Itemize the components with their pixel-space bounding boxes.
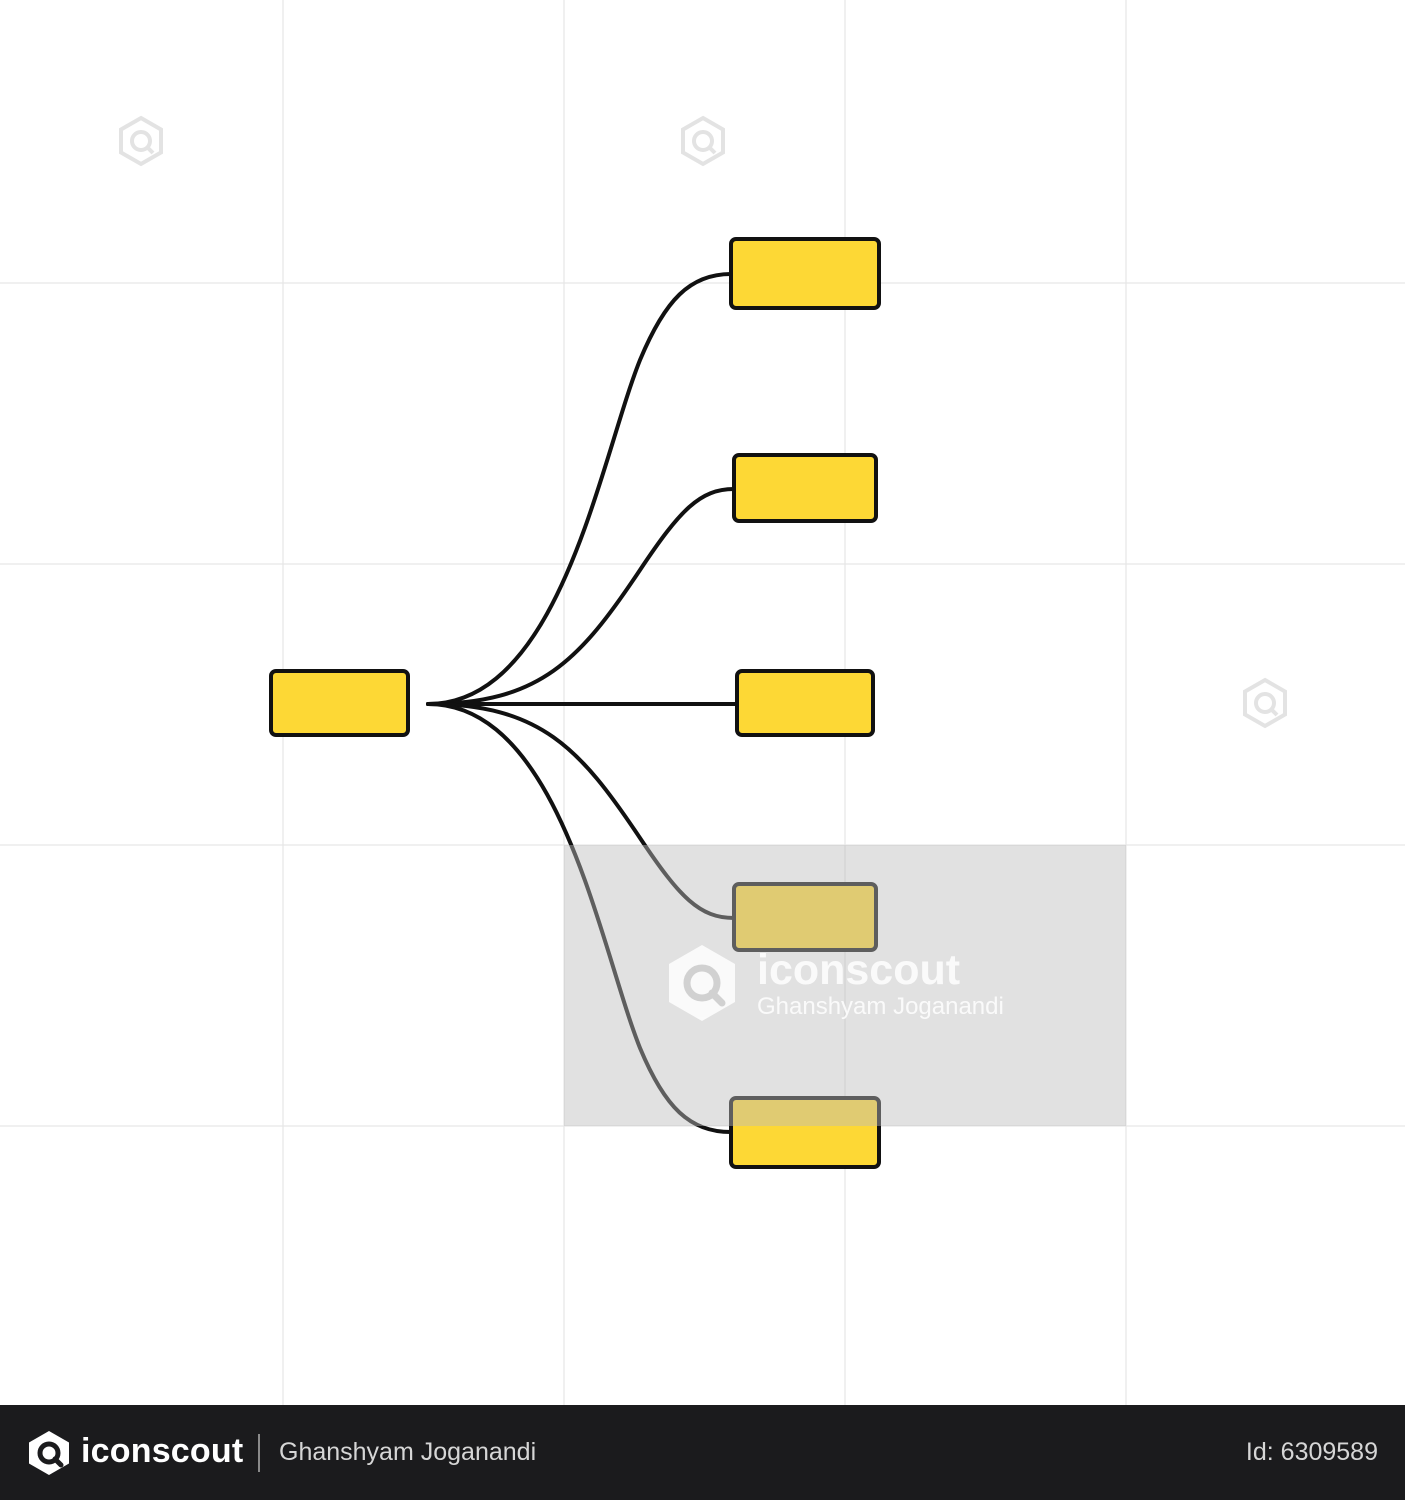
watermark-text: iconscout Ghanshyam Joganandi [757,946,1004,1022]
footer-bar: iconscout Ghanshyam Joganandi Id: 630958… [0,1405,1405,1500]
child-node-1 [729,237,881,310]
iconscout-logo-icon[interactable] [26,1430,72,1476]
connector-root-child-4 [426,702,736,920]
diagram-canvas [0,0,1405,1405]
child-node-5 [729,1096,881,1169]
child-node-3 [735,669,875,737]
watermark-author: Ghanshyam Joganandi [757,993,1004,1020]
child-node-2 [732,453,878,523]
connector-root-child-1 [426,272,733,706]
child-node-4 [732,882,878,952]
footer-divider [258,1434,260,1472]
footer-author[interactable]: Ghanshyam Joganandi [279,1438,537,1466]
connector-root-child-2 [426,487,736,706]
watermark-logo-icon [669,945,735,1021]
watermark-mark-icon [119,115,1287,729]
watermark-brand: iconscout [757,946,961,994]
connector-lines [426,272,739,1134]
root-node [269,669,410,737]
watermark-overlay [564,845,1126,1126]
footer-asset-id: Id: 6309589 [1245,1438,1378,1466]
footer-brand[interactable]: iconscout [81,1432,244,1470]
connector-root-child-5 [426,702,733,1134]
diagram-nodes [269,237,881,1169]
